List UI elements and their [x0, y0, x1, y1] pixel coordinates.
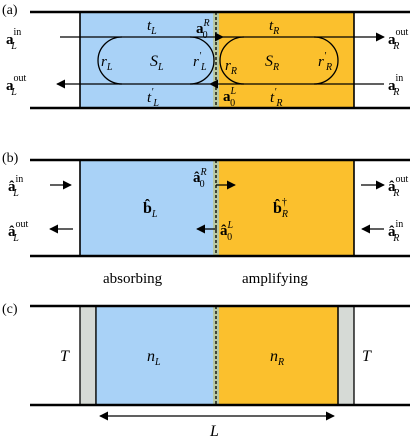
interface-strip-c	[213, 306, 219, 405]
absorbing-region-a	[80, 12, 216, 108]
panel-b-tag: (b)	[2, 151, 19, 166]
label-rpL: r′L	[193, 51, 207, 73]
absorbing-region-c	[96, 306, 216, 405]
label-tL: tL	[147, 18, 157, 37]
panel-a-tag: (a)	[2, 3, 18, 18]
label-T-left: T	[60, 348, 70, 365]
label-T-right: T	[362, 348, 372, 365]
amplifying-region-a	[216, 12, 354, 108]
absorbing-region-b	[80, 160, 216, 256]
label-tpR: t′R	[270, 87, 282, 109]
label-SR: SR	[265, 53, 279, 73]
arc-rpR	[313, 36, 339, 85]
arc-rL	[97, 36, 123, 85]
label-SL: SL	[150, 53, 164, 73]
label-nL: nL	[147, 348, 161, 368]
label-tpL: t′L	[147, 87, 159, 109]
label-rL: rL	[101, 54, 113, 73]
panel-c: (c) T T nL nR L	[2, 302, 410, 440]
label-b-R: b̂†R	[273, 197, 288, 220]
label-rpR: r′R	[318, 51, 332, 73]
amplifying-region-c	[216, 306, 338, 405]
caption-absorbing: absorbing	[103, 271, 163, 287]
label-rR: rR	[225, 58, 237, 77]
label-tR: tR	[269, 18, 279, 37]
caption-amplifying: amplifying	[242, 271, 308, 287]
label-b-L: b̂L	[143, 198, 158, 220]
arc-rR	[219, 36, 245, 85]
arc-rpL	[189, 36, 215, 85]
mirror-right	[337, 305, 355, 406]
label-nR: nR	[270, 348, 284, 368]
panel-c-tag: (c)	[2, 302, 18, 317]
mirror-left	[79, 305, 97, 406]
label-length: L	[209, 423, 219, 440]
amplifying-region-b	[216, 160, 354, 256]
